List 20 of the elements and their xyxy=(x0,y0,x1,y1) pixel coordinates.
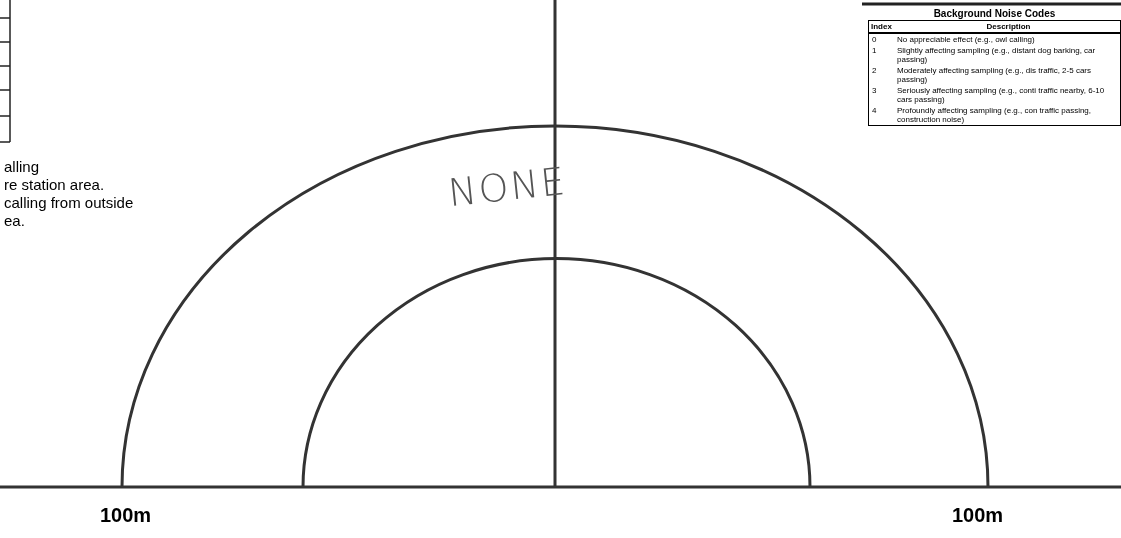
handwritten-note: NONE xyxy=(446,161,569,213)
index-cell-text: 0 xyxy=(871,35,878,44)
index-cell-text: 2 xyxy=(871,66,878,77)
index-cell-text: 1 xyxy=(871,46,878,57)
table-title: Background Noise Codes xyxy=(932,7,1057,21)
distance-label: 100m xyxy=(100,503,152,528)
description-cell-text: Seriously affecting sampling (e.g., conti traffic nearby, 6-10 cars passing) xyxy=(897,86,1106,104)
description-cell-text: Moderately affecting sampling (e.g., dis traffic, 2-5 cars passing) xyxy=(897,66,1092,84)
note-text: re station area. xyxy=(4,176,106,194)
distance-label: 100m xyxy=(952,503,1004,528)
description-cell-text: Slightly affecting sampling (e.g., distant dog barking, car passing) xyxy=(897,46,1097,64)
index-cell-text: 4 xyxy=(871,106,878,117)
column-header: Index xyxy=(870,22,893,31)
note-text: ea. xyxy=(4,212,26,230)
description-cell-text: Profoundly affecting sampling (e.g., con traffic passing, construction noise) xyxy=(897,106,1093,124)
description-cell-text: No appreciable effect (e.g., owl calling) xyxy=(897,35,1036,44)
column-header: Description xyxy=(985,22,1032,31)
note-text: calling from outside xyxy=(4,194,134,212)
index-cell-text: 3 xyxy=(871,86,878,97)
note-text: alling xyxy=(4,158,41,176)
